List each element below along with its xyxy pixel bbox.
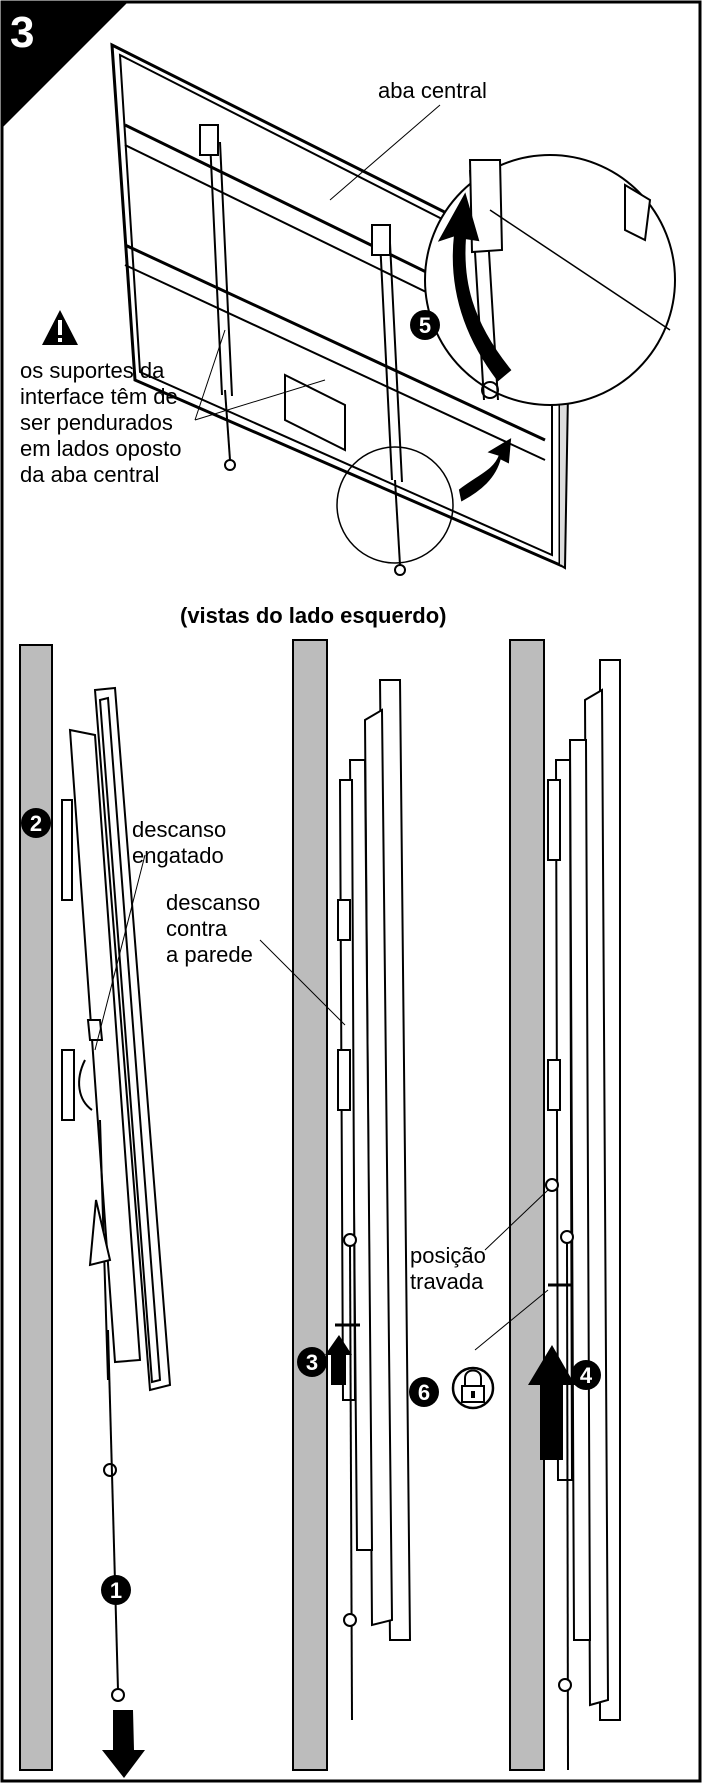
side-view-engaged (61, 686, 172, 1702)
label-center-tab: aba central (378, 78, 487, 103)
arrow-up-icon (325, 1335, 352, 1385)
warning-line: da aba central (20, 462, 160, 487)
callout-5: 5 (410, 310, 440, 340)
label-rest-engaged: descanso engatado (132, 817, 226, 869)
callout-3: 3 (297, 1347, 327, 1377)
warning-line: interface têm de (20, 384, 178, 409)
label-rest-against-wall: descanso contra a parede (166, 890, 260, 968)
label-line: engatado (132, 843, 224, 868)
callout-2: 2 (21, 808, 51, 838)
step-corner (2, 2, 128, 128)
label-locked-position: posição travada (410, 1243, 486, 1295)
curved-arrow-icon (437, 192, 512, 382)
label-line: posição (410, 1243, 486, 1268)
wall-middle (292, 639, 328, 1771)
warning-line: ser pendurados (20, 410, 173, 435)
warning-icon (42, 310, 78, 345)
svg-text:6: 6 (418, 1380, 430, 1405)
label-line: contra (166, 916, 228, 941)
wall-right (509, 639, 545, 1771)
views-caption: (vistas do lado esquerdo) (180, 603, 447, 628)
svg-text:3: 3 (306, 1350, 318, 1375)
warning-line: os suportes da (20, 358, 165, 383)
label-line: descanso (166, 890, 261, 915)
label-line: descanso (132, 817, 227, 842)
svg-text:5: 5 (419, 313, 431, 338)
warning-line: em lados oposto (20, 436, 182, 461)
side-view-against-wall (259, 679, 412, 1721)
arrow-down-icon (102, 1710, 145, 1778)
callout-4: 4 (571, 1360, 601, 1390)
callout-1: 1 (101, 1575, 131, 1605)
label-line: a parede (166, 942, 253, 967)
label-line: travada (410, 1269, 484, 1294)
arrow-up-icon (528, 1345, 575, 1460)
zoom-detail (424, 154, 676, 502)
padlock-icon (451, 1366, 495, 1410)
svg-text:1: 1 (110, 1578, 122, 1603)
step-number: 3 (10, 8, 35, 57)
warning-text: os suportes da interface têm de ser pend… (20, 358, 181, 488)
side-view-locked (474, 659, 621, 1771)
svg-text:4: 4 (580, 1363, 593, 1388)
callout-6: 6 (409, 1377, 439, 1407)
svg-text:2: 2 (30, 811, 42, 836)
